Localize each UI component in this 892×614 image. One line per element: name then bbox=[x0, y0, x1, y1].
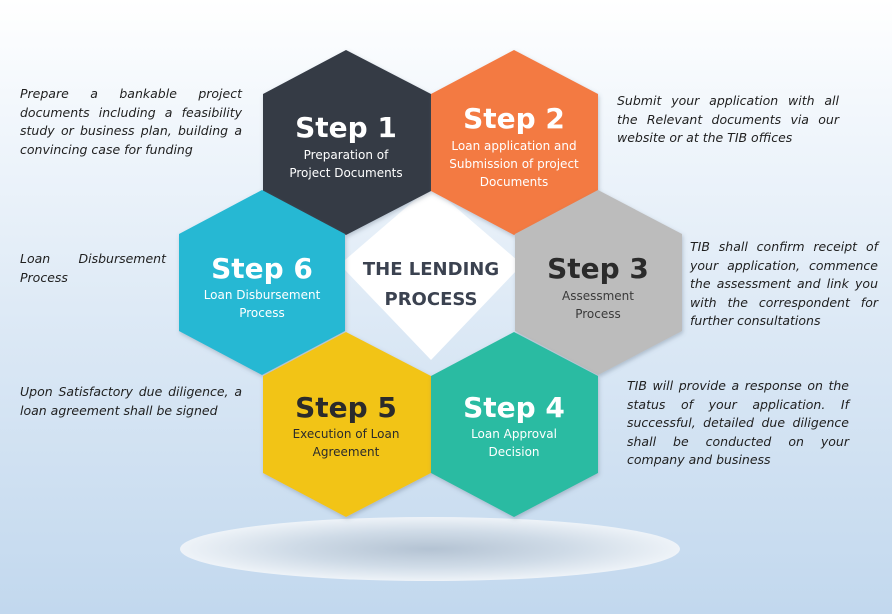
step-4-note: TIB will provide a response on the statu… bbox=[627, 378, 849, 467]
step-2-hexagon bbox=[431, 50, 598, 235]
step-4-desc-line-2: Decision bbox=[488, 445, 539, 459]
step-1-desc-line-2: Project Documents bbox=[289, 166, 402, 180]
step-3-hexagon bbox=[515, 190, 682, 375]
step-3-desc-line-1: Assessment bbox=[562, 289, 634, 303]
step-5-hexagon bbox=[263, 332, 431, 517]
center-title-line-1: THE LENDING bbox=[363, 259, 499, 280]
center-title-line-2: PROCESS bbox=[385, 289, 478, 310]
step-3-desc-line-2: Process bbox=[575, 307, 621, 321]
step-3-title: Step 3 bbox=[547, 252, 649, 285]
step-2-desc-line-3: Documents bbox=[480, 175, 548, 189]
step-6-hexagon bbox=[179, 190, 345, 375]
step-2-note: Submit your application with all the Rel… bbox=[617, 93, 839, 145]
step-1-hexagon bbox=[263, 50, 431, 235]
step-6-title: Step 6 bbox=[211, 252, 313, 285]
step-4-desc-line-1: Loan Approval bbox=[471, 427, 557, 441]
step-5-desc-line-2: Agreement bbox=[313, 445, 380, 459]
step-2-desc-line-1: Loan application and bbox=[451, 139, 576, 153]
step-6-desc-line-2: Process bbox=[239, 306, 285, 320]
step-6-note: Loan Disbursement Process bbox=[20, 251, 166, 285]
step-5-note: Upon Satisfactory due diligence, a loan … bbox=[20, 384, 242, 418]
step-4-hexagon bbox=[431, 332, 598, 517]
step-2-title: Step 2 bbox=[463, 102, 565, 135]
center-hexagon bbox=[345, 186, 517, 360]
step-3-note: TIB shall confirm receipt of your applic… bbox=[690, 239, 878, 328]
floor-shadow bbox=[180, 517, 680, 581]
step-2-desc-line-2: Submission of project bbox=[449, 157, 579, 171]
step-5-desc-line-1: Execution of Loan bbox=[293, 427, 400, 441]
step-6-desc-line-1: Loan Disbursement bbox=[204, 288, 321, 302]
step-1-desc-line-1: Preparation of bbox=[304, 148, 389, 162]
step-1-title: Step 1 bbox=[295, 111, 397, 144]
step-4-title: Step 4 bbox=[463, 391, 565, 424]
step-5-title: Step 5 bbox=[295, 391, 397, 424]
step-1-note: Prepare a bankable project documents inc… bbox=[20, 86, 242, 157]
